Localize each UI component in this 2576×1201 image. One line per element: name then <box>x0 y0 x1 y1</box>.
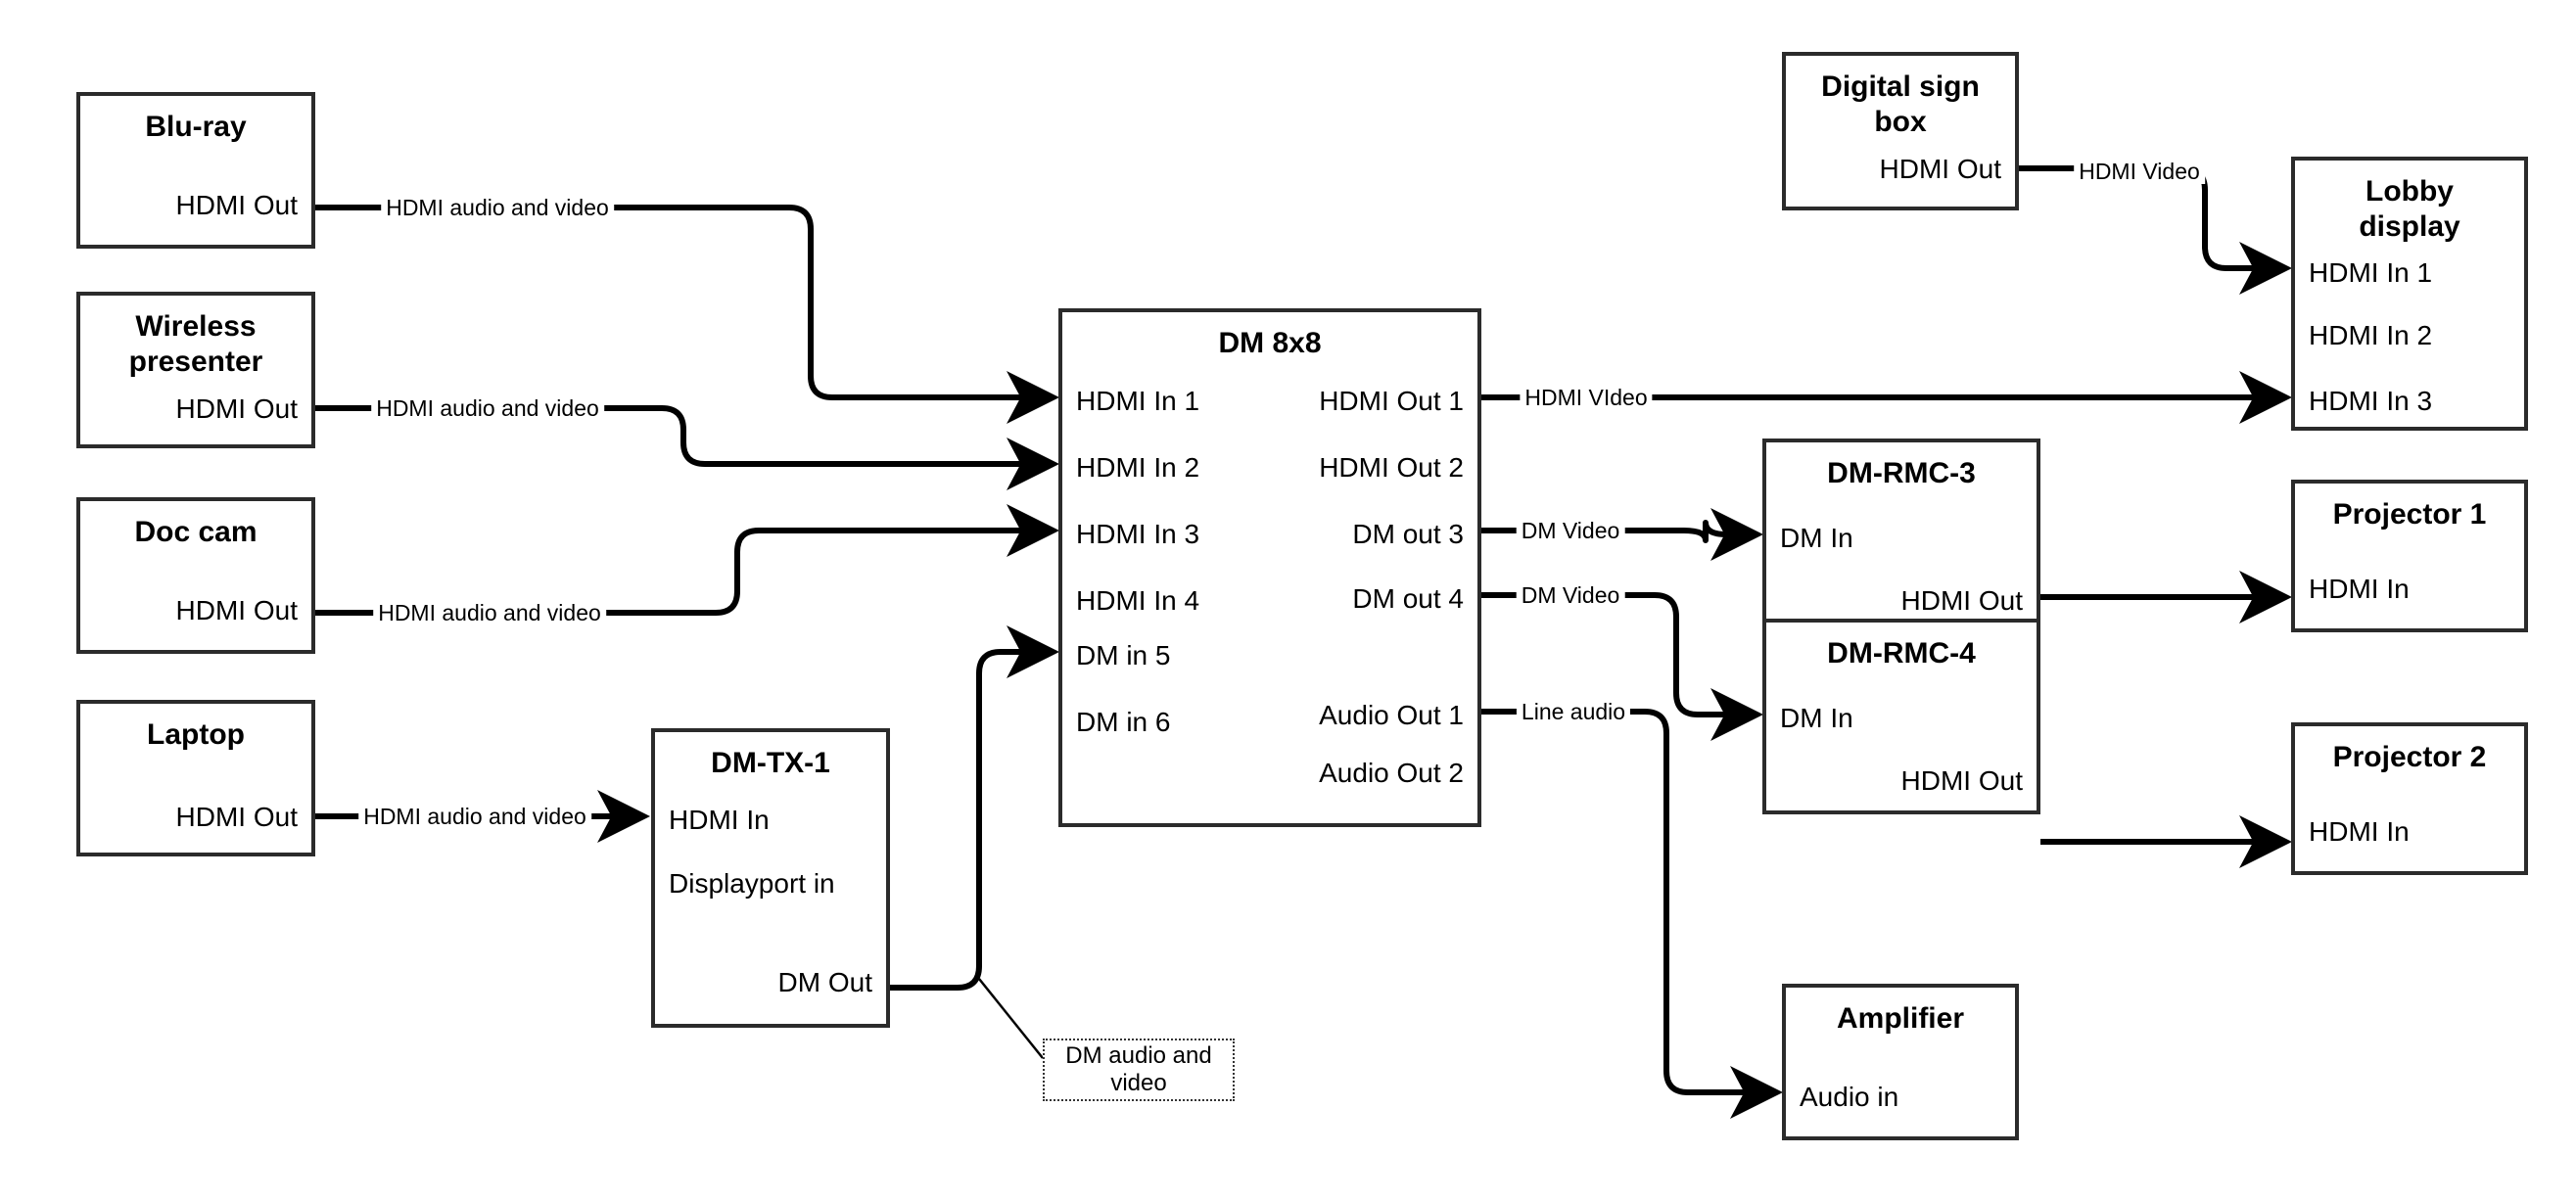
node-projector-1[interactable]: Projector 1 HDMI In <box>2291 480 2528 632</box>
port-audio-out-1: Audio Out 1 <box>1319 700 1464 730</box>
node-title: Wireless presenter <box>128 310 263 378</box>
node-title: DM-RMC-4 <box>1827 637 1976 670</box>
edge-label-dm-out-3-to-rmc-3: DM Video <box>1516 518 1625 543</box>
port-hdmi-in-1: HDMI In 1 <box>1076 386 1200 416</box>
edge-label-hdmi-out-1-to-lobby: HDMI VIdeo <box>1520 385 1653 410</box>
edge-label-audio-out-1-to-amplifier: Line audio <box>1516 699 1631 724</box>
port-hdmi-out: HDMI Out <box>1879 154 2001 184</box>
node-dm-tx-1[interactable]: DM-TX-1 HDMI In Displayport in DM Out <box>651 728 890 1028</box>
edge-label-dm-out-4-to-rmc-4: DM Video <box>1516 582 1625 608</box>
port-hdmi-out: HDMI Out <box>175 393 298 424</box>
edge-label-laptop-to-dm-tx-1: HDMI audio and video <box>358 804 591 829</box>
node-title: Laptop <box>147 718 245 751</box>
node-title: DM 8x8 <box>1218 327 1322 359</box>
node-title: Blu-ray <box>145 111 247 143</box>
port-dm-in-6: DM in 6 <box>1076 707 1171 737</box>
node-wireless-presenter[interactable]: Wireless presenter HDMI Out <box>76 292 315 448</box>
port-dm-in: DM In <box>1780 523 1853 553</box>
edge-label-sign-to-lobby: HDMI Video <box>2074 159 2205 184</box>
port-hdmi-out: HDMI Out <box>175 190 298 220</box>
node-title: Projector 1 <box>2332 498 2487 531</box>
node-dm-8x8[interactable]: DM 8x8 HDMI In 1 HDMI In 2 HDMI In 3 HDM… <box>1058 308 1481 827</box>
port-hdmi-out-1: HDMI Out 1 <box>1319 386 1464 416</box>
port-hdmi-in-2: HDMI In 2 <box>2309 320 2433 350</box>
node-title: DM-RMC-3 <box>1827 457 1976 489</box>
port-displayport-in: Displayport in <box>669 868 835 899</box>
node-lobby-display[interactable]: Lobby display HDMI In 1 HDMI In 2 HDMI I… <box>2291 157 2528 431</box>
port-hdmi-out: HDMI Out <box>1900 585 2023 616</box>
port-hdmi-in: HDMI In <box>2309 574 2410 604</box>
port-dm-in-5: DM in 5 <box>1076 640 1171 670</box>
port-audio-out-2: Audio Out 2 <box>1319 758 1464 788</box>
node-projector-2[interactable]: Projector 2 HDMI In <box>2291 722 2528 875</box>
node-dm-rmc-3[interactable]: DM-RMC-3 DM In HDMI Out <box>1762 439 2040 634</box>
port-hdmi-out: HDMI Out <box>175 802 298 832</box>
node-title: Digital sign box <box>1821 70 1980 138</box>
port-hdmi-in-2: HDMI In 2 <box>1076 452 1200 483</box>
node-title: Doc cam <box>134 516 258 548</box>
node-laptop[interactable]: Laptop HDMI Out <box>76 700 315 856</box>
port-hdmi-out-2: HDMI Out 2 <box>1319 452 1464 483</box>
port-hdmi-in-4: HDMI In 4 <box>1076 585 1200 616</box>
node-dm-rmc-4[interactable]: DM-RMC-4 DM In HDMI Out <box>1762 619 2040 814</box>
node-title: Lobby display <box>2359 175 2460 243</box>
node-bluray[interactable]: Blu-ray HDMI Out <box>76 92 315 249</box>
port-hdmi-in-3: HDMI In 3 <box>2309 386 2433 416</box>
port-dm-out-3: DM out 3 <box>1352 519 1464 549</box>
edge-label-bluray-to-hdmi-in-1: HDMI audio and video <box>381 195 614 220</box>
edge-label-wireless-to-hdmi-in-2: HDMI audio and video <box>371 395 604 421</box>
node-amplifier[interactable]: Amplifier Audio in <box>1782 984 2019 1140</box>
port-hdmi-in-1: HDMI In 1 <box>2309 257 2433 288</box>
callout-dm-audio-and-video: DM audio and video <box>1043 1039 1235 1101</box>
port-hdmi-in: HDMI In <box>2309 816 2410 847</box>
node-title: DM-TX-1 <box>711 747 830 779</box>
node-title: Amplifier <box>1836 1002 1965 1035</box>
port-dm-out: DM Out <box>777 967 872 997</box>
edge-label-doccam-to-hdmi-in-3: HDMI audio and video <box>373 600 606 625</box>
port-hdmi-in: HDMI In <box>669 805 770 835</box>
port-hdmi-out: HDMI Out <box>1900 765 2023 796</box>
node-title: Projector 2 <box>2332 741 2487 773</box>
port-hdmi-in-3: HDMI In 3 <box>1076 519 1200 549</box>
node-doc-cam[interactable]: Doc cam HDMI Out <box>76 497 315 654</box>
port-hdmi-out: HDMI Out <box>175 595 298 625</box>
node-digital-sign-box[interactable]: Digital sign box HDMI Out <box>1782 52 2019 210</box>
port-dm-out-4: DM out 4 <box>1352 583 1464 614</box>
port-dm-in: DM In <box>1780 703 1853 733</box>
port-audio-in: Audio in <box>1800 1082 1899 1112</box>
